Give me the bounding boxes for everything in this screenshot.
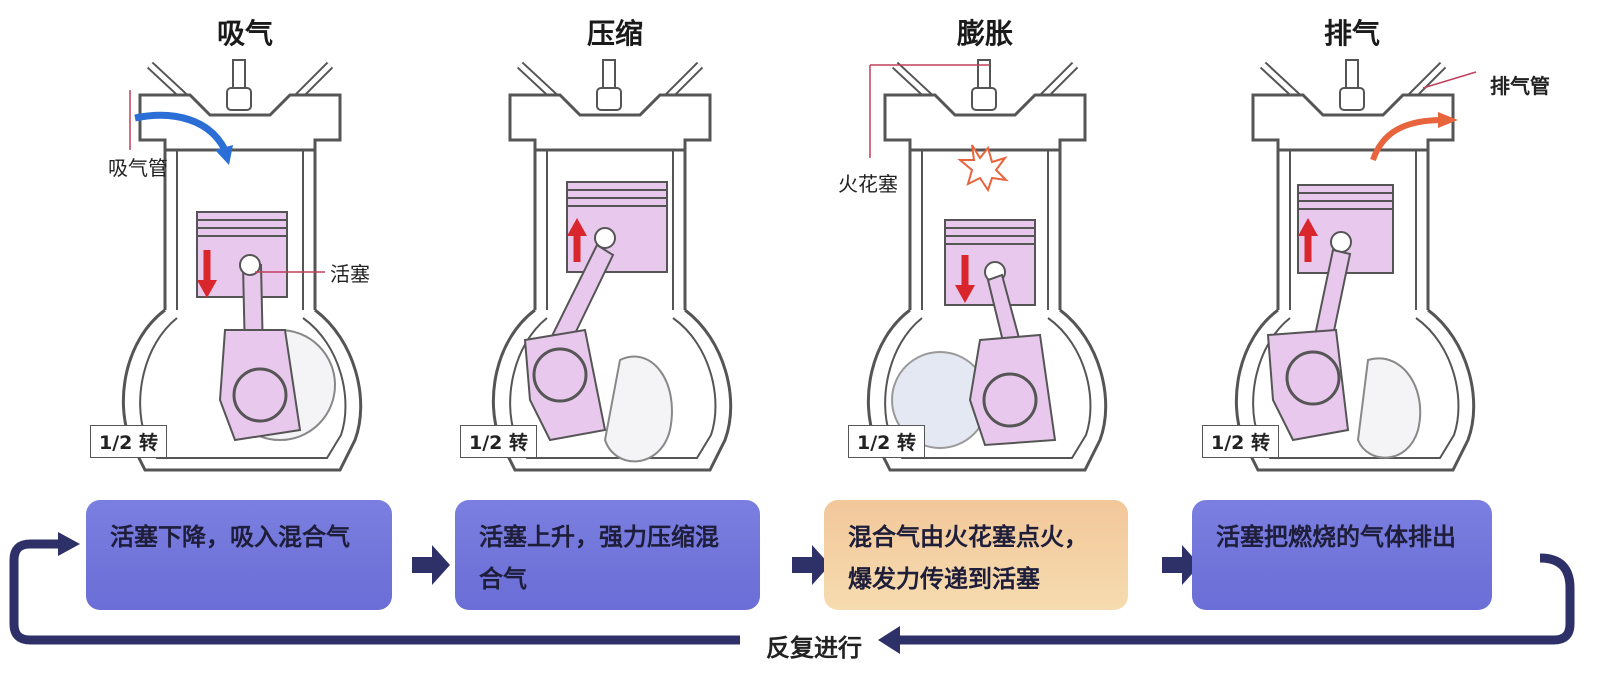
- cycle-right-return: [1520, 553, 1575, 645]
- flow-arrow-1: [412, 545, 450, 585]
- stroke-title-intake: 吸气: [216, 17, 273, 50]
- engine-intake: [123, 60, 360, 470]
- desc-intake: 活塞下降，吸入混合气: [86, 500, 392, 610]
- flow-arrow-3: [1162, 545, 1200, 585]
- repeat-label: 反复进行: [760, 628, 868, 663]
- engine-compression: [493, 60, 730, 470]
- stroke-title-compression: 压缩: [586, 17, 643, 50]
- desc-exhaust: 活塞把燃烧的气体排出: [1192, 500, 1492, 610]
- stroke-title-exhaust: 排气: [1323, 17, 1380, 50]
- half-turn-compression: 1/2 转: [460, 425, 537, 458]
- engine-exhaust: [1236, 60, 1476, 470]
- half-turn-exhaust: 1/2 转: [1202, 425, 1279, 458]
- engine-power: [868, 60, 1105, 470]
- stroke-title-power: 膨胀: [956, 17, 1013, 50]
- label-intake-pipe: 吸气管: [108, 156, 168, 180]
- desc-power: 混合气由火花塞点火，爆发力传递到活塞: [824, 500, 1128, 610]
- label-spark-plug: 火花塞: [838, 172, 898, 196]
- flow-arrow-2: [792, 545, 830, 585]
- half-turn-intake: 1/2 转: [90, 425, 167, 458]
- label-piston: 活塞: [330, 262, 370, 286]
- half-turn-power: 1/2 转: [848, 425, 925, 458]
- desc-compression: 活塞上升，强力压缩混合气: [455, 500, 760, 610]
- label-exhaust-pipe: 排气管: [1490, 74, 1550, 98]
- cycle-left-return: [9, 539, 80, 645]
